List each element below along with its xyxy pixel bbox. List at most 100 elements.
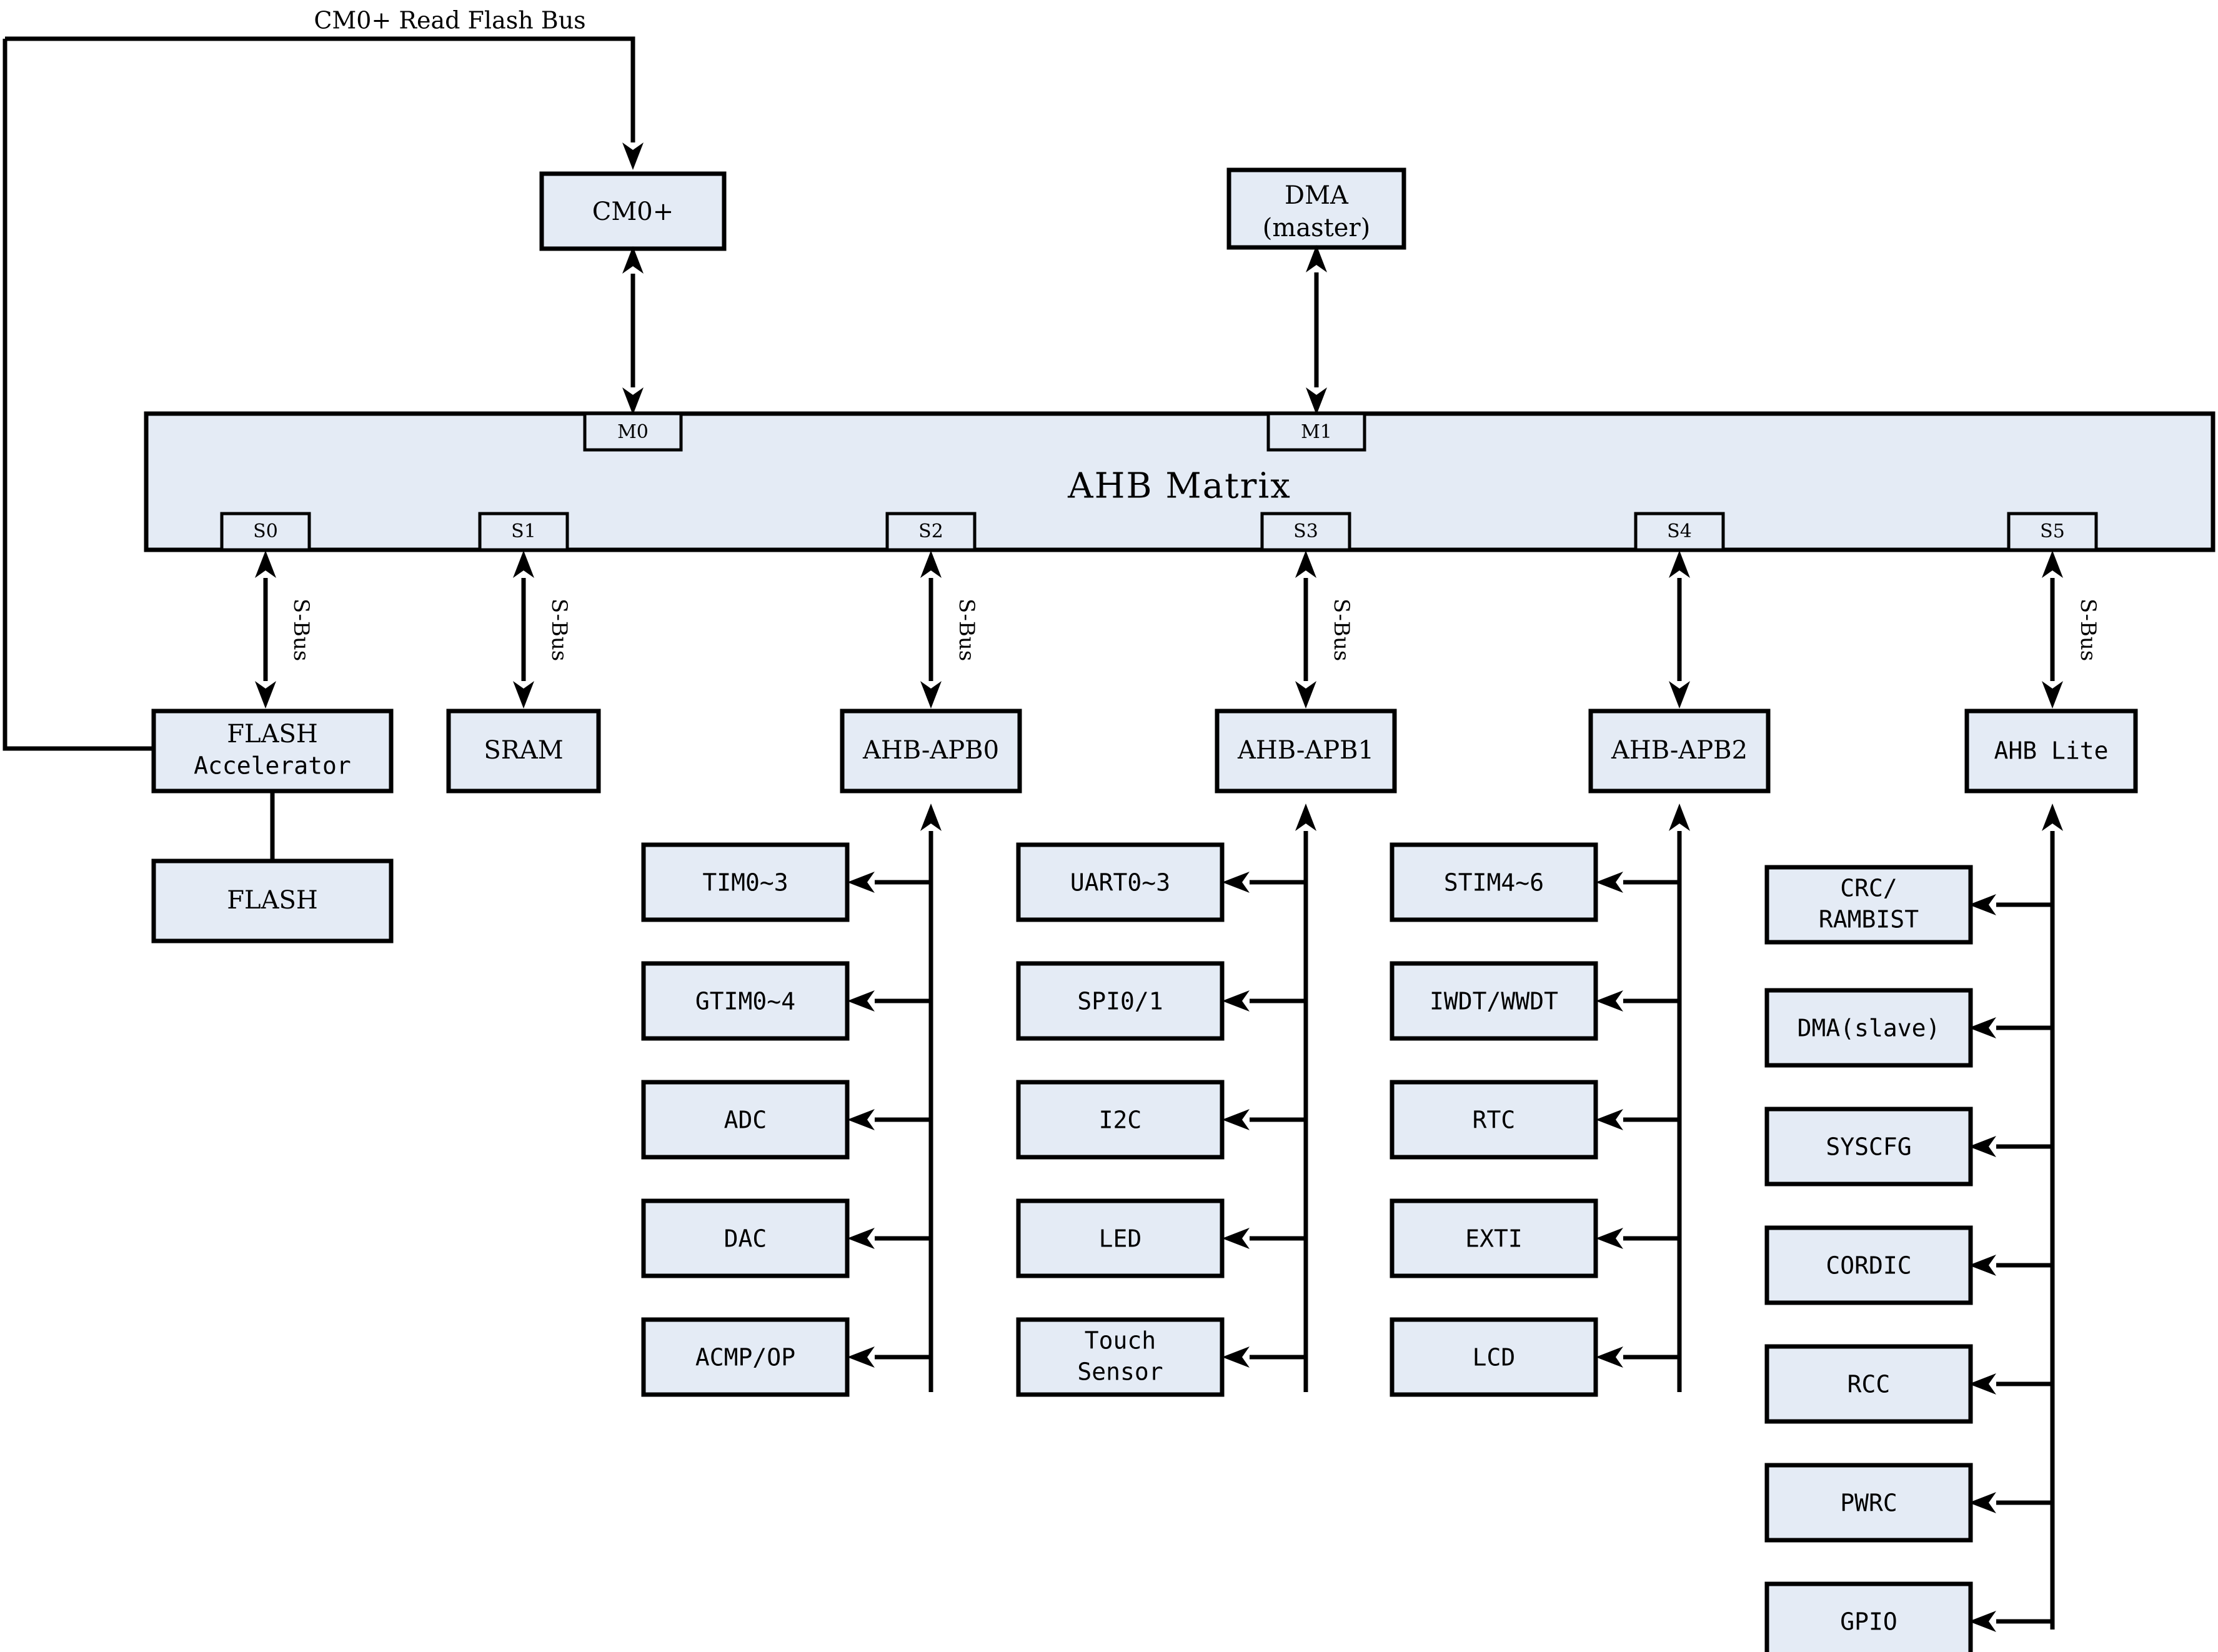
sbus-label-s1: S-Bus [547, 599, 572, 661]
matrix-port-s3[interactable]: S3 [1260, 512, 1351, 552]
link-s1-sbus: S-Bus [513, 550, 572, 709]
bus-trunk-apb2 [1596, 804, 1690, 1392]
peripheral-led[interactable]: LED [1016, 1198, 1225, 1278]
link-cm0plus-m0 [622, 246, 644, 415]
peripheral-rcc[interactable]: RCC [1764, 1344, 1973, 1424]
ahb-matrix-label: AHB Matrix [1067, 466, 1291, 507]
peripheral-tim0-3-label: TIM0~3 [702, 869, 788, 897]
peripheral-gtim0-4[interactable]: GTIM0~4 [641, 961, 850, 1041]
matrix-port-s4[interactable]: S4 [1634, 512, 1725, 552]
peripheral-gpio-label: GPIO [1840, 1608, 1897, 1636]
peripheral-dma-slave[interactable]: DMA(slave) [1764, 988, 1973, 1068]
node-flash[interactable]: FLASH [151, 858, 394, 943]
peripheral-dac[interactable]: DAC [641, 1198, 850, 1278]
matrix-port-s5[interactable]: S5 [2007, 512, 2098, 552]
link-s2-sbus: S-Bus [920, 550, 979, 709]
matrix-port-s2-label: S2 [918, 520, 943, 542]
matrix-port-s2[interactable]: S2 [885, 512, 977, 552]
peripheral-acmp-op[interactable]: ACMP/OP [641, 1317, 850, 1397]
peripheral-gpio[interactable]: GPIO [1764, 1581, 1973, 1652]
peripheral-adc-label: ADC [724, 1107, 767, 1134]
node-flash-label: FLASH [227, 886, 318, 915]
link-s0-sbus: S-Bus [255, 550, 314, 709]
matrix-port-s1[interactable]: S1 [478, 512, 569, 552]
peripheral-cordic-label: CORDIC [1826, 1252, 1911, 1280]
peripheral-led-label: LED [1099, 1225, 1142, 1253]
peripheral-stim4-6[interactable]: STIM4~6 [1390, 842, 1598, 922]
matrix-port-m1-label: M1 [1301, 421, 1332, 443]
peripheral-rtc-label: RTC [1473, 1107, 1516, 1134]
link-s5-sbus: S-Bus [2042, 550, 2101, 709]
matrix-port-m0-label: M0 [617, 421, 649, 443]
matrix-port-s3-label: S3 [1293, 520, 1318, 542]
peripheral-spi0-1-label: SPI0/1 [1077, 988, 1163, 1015]
node-dma-master[interactable]: DMA (master) [1226, 167, 1406, 250]
link-s3-sbus: S-Bus [1295, 550, 1354, 709]
node-flash-accelerator-label-line1: FLASH [227, 720, 318, 749]
peripheral-syscfg-label: SYSCFG [1826, 1133, 1911, 1161]
peripheral-syscfg[interactable]: SYSCFG [1764, 1107, 1973, 1187]
node-flash-accelerator[interactable]: FLASH Accelerator [151, 709, 394, 794]
node-cm0plus[interactable]: CM0+ [539, 171, 727, 251]
matrix-port-s4-label: S4 [1667, 520, 1692, 542]
node-ahb-lite[interactable]: AHB Lite [1964, 709, 2138, 794]
sbus-label-s2: S-Bus [954, 599, 979, 661]
sbus-label-s0: S-Bus [289, 599, 314, 661]
node-ahb-apb0-label: AHB-APB0 [862, 736, 999, 765]
peripheral-exti[interactable]: EXTI [1390, 1198, 1598, 1278]
peripheral-crc-rambist[interactable]: CRC/ RAMBIST [1764, 865, 1973, 945]
matrix-port-m1[interactable]: M1 [1266, 412, 1366, 452]
peripheral-iwdt-wwdt-label: IWDT/WWDT [1430, 988, 1558, 1015]
peripheral-rtc[interactable]: RTC [1390, 1080, 1598, 1160]
matrix-port-m0[interactable]: M0 [583, 412, 683, 452]
link-dma-m1 [1306, 245, 1327, 415]
node-ahb-apb2[interactable]: AHB-APB2 [1588, 709, 1771, 794]
peripheral-dac-label: DAC [724, 1225, 767, 1253]
node-ahb-apb0[interactable]: AHB-APB0 [840, 709, 1022, 794]
peripheral-rcc-label: RCC [1848, 1371, 1891, 1398]
peripheral-i2c[interactable]: I2C [1016, 1080, 1225, 1160]
peripheral-spi0-1[interactable]: SPI0/1 [1016, 961, 1225, 1041]
node-ahb-apb2-label: AHB-APB2 [1611, 736, 1748, 765]
peripheral-iwdt-wwdt[interactable]: IWDT/WWDT [1390, 961, 1598, 1041]
node-cm0plus-label: CM0+ [592, 197, 674, 226]
matrix-port-s0[interactable]: S0 [220, 512, 311, 552]
node-dma-master-label-line1: DMA [1285, 181, 1349, 210]
sbus-label-s5: S-Bus [2076, 599, 2101, 661]
bus-trunk-apb0 [847, 804, 942, 1392]
node-ahb-apb1[interactable]: AHB-APB1 [1215, 709, 1397, 794]
bus-trunk-apb1 [1222, 804, 1316, 1392]
peripheral-touch-sensor[interactable]: Touch Sensor [1016, 1317, 1225, 1397]
arrowhead-down-cpu [622, 142, 644, 170]
cm0-read-flash-bus-path [2, 36, 644, 751]
peripheral-pwrc[interactable]: PWRC [1764, 1463, 1973, 1543]
peripheral-lcd[interactable]: LCD [1390, 1317, 1598, 1397]
node-sram[interactable]: SRAM [446, 709, 601, 794]
peripheral-adc[interactable]: ADC [641, 1080, 850, 1160]
peripheral-cordic[interactable]: CORDIC [1764, 1225, 1973, 1305]
node-sram-label: SRAM [484, 736, 563, 765]
peripheral-uart0-3-label: UART0~3 [1070, 869, 1170, 897]
peripheral-touch-sensor-label-line1: Touch [1085, 1327, 1156, 1355]
peripheral-stim4-6-label: STIM4~6 [1444, 869, 1544, 897]
peripheral-uart0-3[interactable]: UART0~3 [1016, 842, 1225, 922]
sbus-label-s3: S-Bus [1329, 599, 1354, 661]
node-flash-accelerator-label-line2: Accelerator [194, 752, 351, 780]
bus-trunk-ahb-lite [1969, 804, 2063, 1632]
peripheral-acmp-op-label: ACMP/OP [695, 1344, 795, 1371]
peripheral-i2c-label: I2C [1099, 1107, 1142, 1134]
matrix-port-s0-label: S0 [253, 520, 278, 542]
peripheral-gtim0-4-label: GTIM0~4 [695, 988, 795, 1015]
peripheral-crc-rambist-label-line1: CRC/ [1840, 875, 1897, 902]
link-s4-sbus [1669, 550, 1690, 709]
peripheral-touch-sensor-label-line2: Sensor [1077, 1358, 1163, 1386]
ahb-matrix[interactable]: AHB Matrix M0 M1 S0 S1 S2 [144, 411, 2216, 552]
cm0-read-flash-bus-label: CM0+ Read Flash Bus [314, 7, 585, 34]
peripheral-crc-rambist-label-line2: RAMBIST [1819, 906, 1919, 933]
peripheral-exti-label: EXTI [1465, 1225, 1523, 1253]
peripheral-tim0-3[interactable]: TIM0~3 [641, 842, 850, 922]
matrix-port-s5-label: S5 [2040, 520, 2065, 542]
node-ahb-lite-label: AHB Lite [1994, 737, 2108, 765]
